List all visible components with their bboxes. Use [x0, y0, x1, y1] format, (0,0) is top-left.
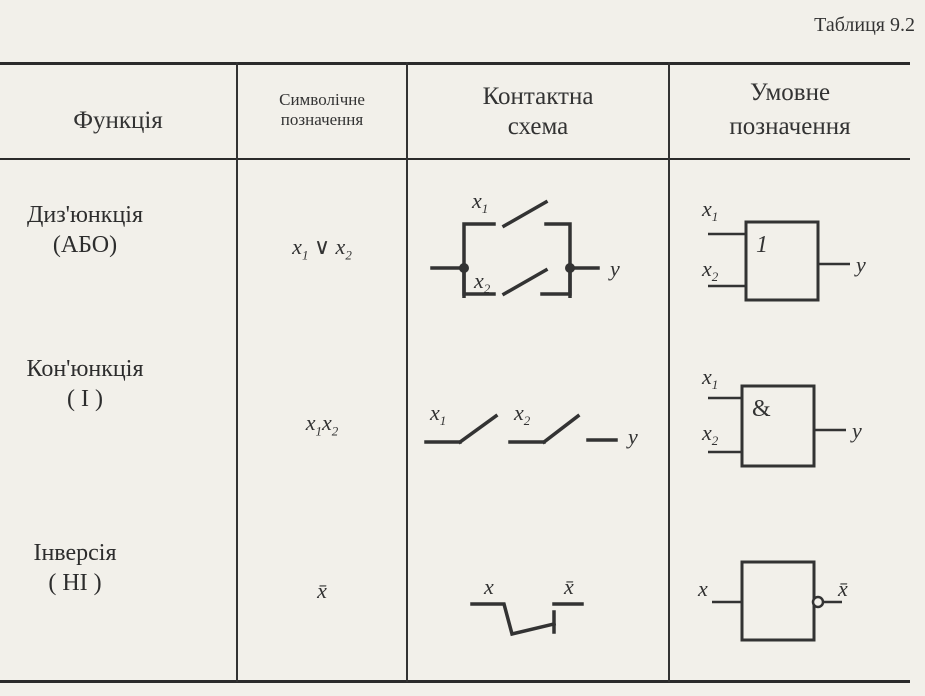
column-divider-3 — [668, 62, 670, 682]
row-inversion-symbol: x̄ — [238, 578, 406, 604]
header-conditional-line2: позначення — [729, 113, 851, 140]
symbol-sub: 2 — [345, 247, 352, 263]
disjunction-contact-diagram: x1 x2 y — [430, 188, 620, 298]
gate-input-x2-label: x2 — [701, 420, 719, 448]
header-symbolic-line2: позначення — [280, 110, 364, 130]
gate-input-x1-label: x1 — [701, 196, 718, 224]
function-name: Кон'юнкція — [26, 356, 144, 382]
gate-label-or: 1 — [756, 232, 768, 258]
row-disjunction-symbol: x1 ∨ x2 — [238, 234, 406, 263]
gate-input-x2-label: x2 — [701, 256, 719, 284]
header-contact: Контактна схема — [408, 82, 668, 142]
gate-output-y-label: y — [854, 252, 866, 277]
symbol-xbar: x̄ — [317, 578, 327, 603]
header-rule — [0, 158, 910, 160]
row-inversion-function: Інверсія ( НІ ) — [0, 538, 150, 598]
output-y-label: y — [608, 256, 620, 281]
column-divider-1 — [236, 62, 238, 682]
gate-label-and: & — [752, 396, 771, 422]
contact-x1-label: x1 — [429, 400, 446, 428]
header-symbolic-line1: Символічне — [279, 90, 365, 109]
header-conditional: Умовне позначення — [670, 78, 910, 142]
disjunction-gate-symbol: x1 x2 1 y — [701, 196, 866, 302]
gate-input-x-label: x — [697, 576, 708, 601]
column-divider-2 — [406, 62, 408, 682]
symbol-sub: 1 — [315, 423, 323, 439]
gate-output-xbar-label: x̄ — [837, 576, 848, 601]
table-caption: Таблиця 9.2 — [814, 14, 915, 36]
header-contact-line1: Контактна — [482, 83, 594, 110]
conjunction-gate-symbol: x1 x2 & y — [701, 364, 862, 468]
symbol-var: x — [305, 410, 316, 435]
function-name: Диз'юнкція — [26, 202, 143, 228]
symbol-sub: 1 — [301, 247, 309, 263]
function-name: Інверсія — [33, 540, 117, 566]
contact-x-label: x — [483, 574, 494, 599]
header-function: Функція — [73, 107, 163, 134]
row-conjunction-symbol: x1x2 — [238, 410, 406, 439]
logic-functions-table: Функція Символічне позначення Контактна … — [0, 62, 910, 684]
gate-input-x1-label: x1 — [701, 364, 718, 392]
inversion-gate-symbol: x x̄ — [697, 560, 848, 642]
function-alias: (АБО) — [52, 232, 118, 258]
function-alias: ( НІ ) — [48, 570, 102, 596]
conjunction-contact-diagram: x1 x2 y — [424, 400, 638, 449]
header-conditional-line1: Умовне — [749, 79, 831, 106]
header-contact-line2: схема — [507, 113, 569, 140]
bottom-rule — [0, 680, 910, 683]
function-alias: ( I ) — [67, 386, 103, 412]
symbol-var: x — [322, 410, 332, 435]
inversion-contact-diagram: x x̄ — [470, 574, 584, 637]
symbol-operator: ∨ — [308, 234, 336, 259]
row-conjunction-function: Кон'юнкція ( I ) — [0, 354, 170, 414]
contact-x2-label: x2 — [513, 400, 531, 428]
symbol-var: x — [292, 234, 302, 259]
symbol-sub: 2 — [331, 423, 339, 439]
contact-xbar-label: x̄ — [563, 574, 574, 599]
row-disjunction-function: Диз'юнкція (АБО) — [0, 200, 170, 260]
input-x2-label: x2 — [473, 268, 491, 296]
contact-output-y-label: y — [626, 424, 638, 449]
top-rule — [0, 62, 910, 65]
symbol-var: x — [335, 234, 346, 259]
header-symbolic: Символічне позначення — [238, 90, 406, 131]
gate-output-y-label: y — [850, 418, 862, 443]
input-x1-label: x1 — [471, 188, 488, 216]
